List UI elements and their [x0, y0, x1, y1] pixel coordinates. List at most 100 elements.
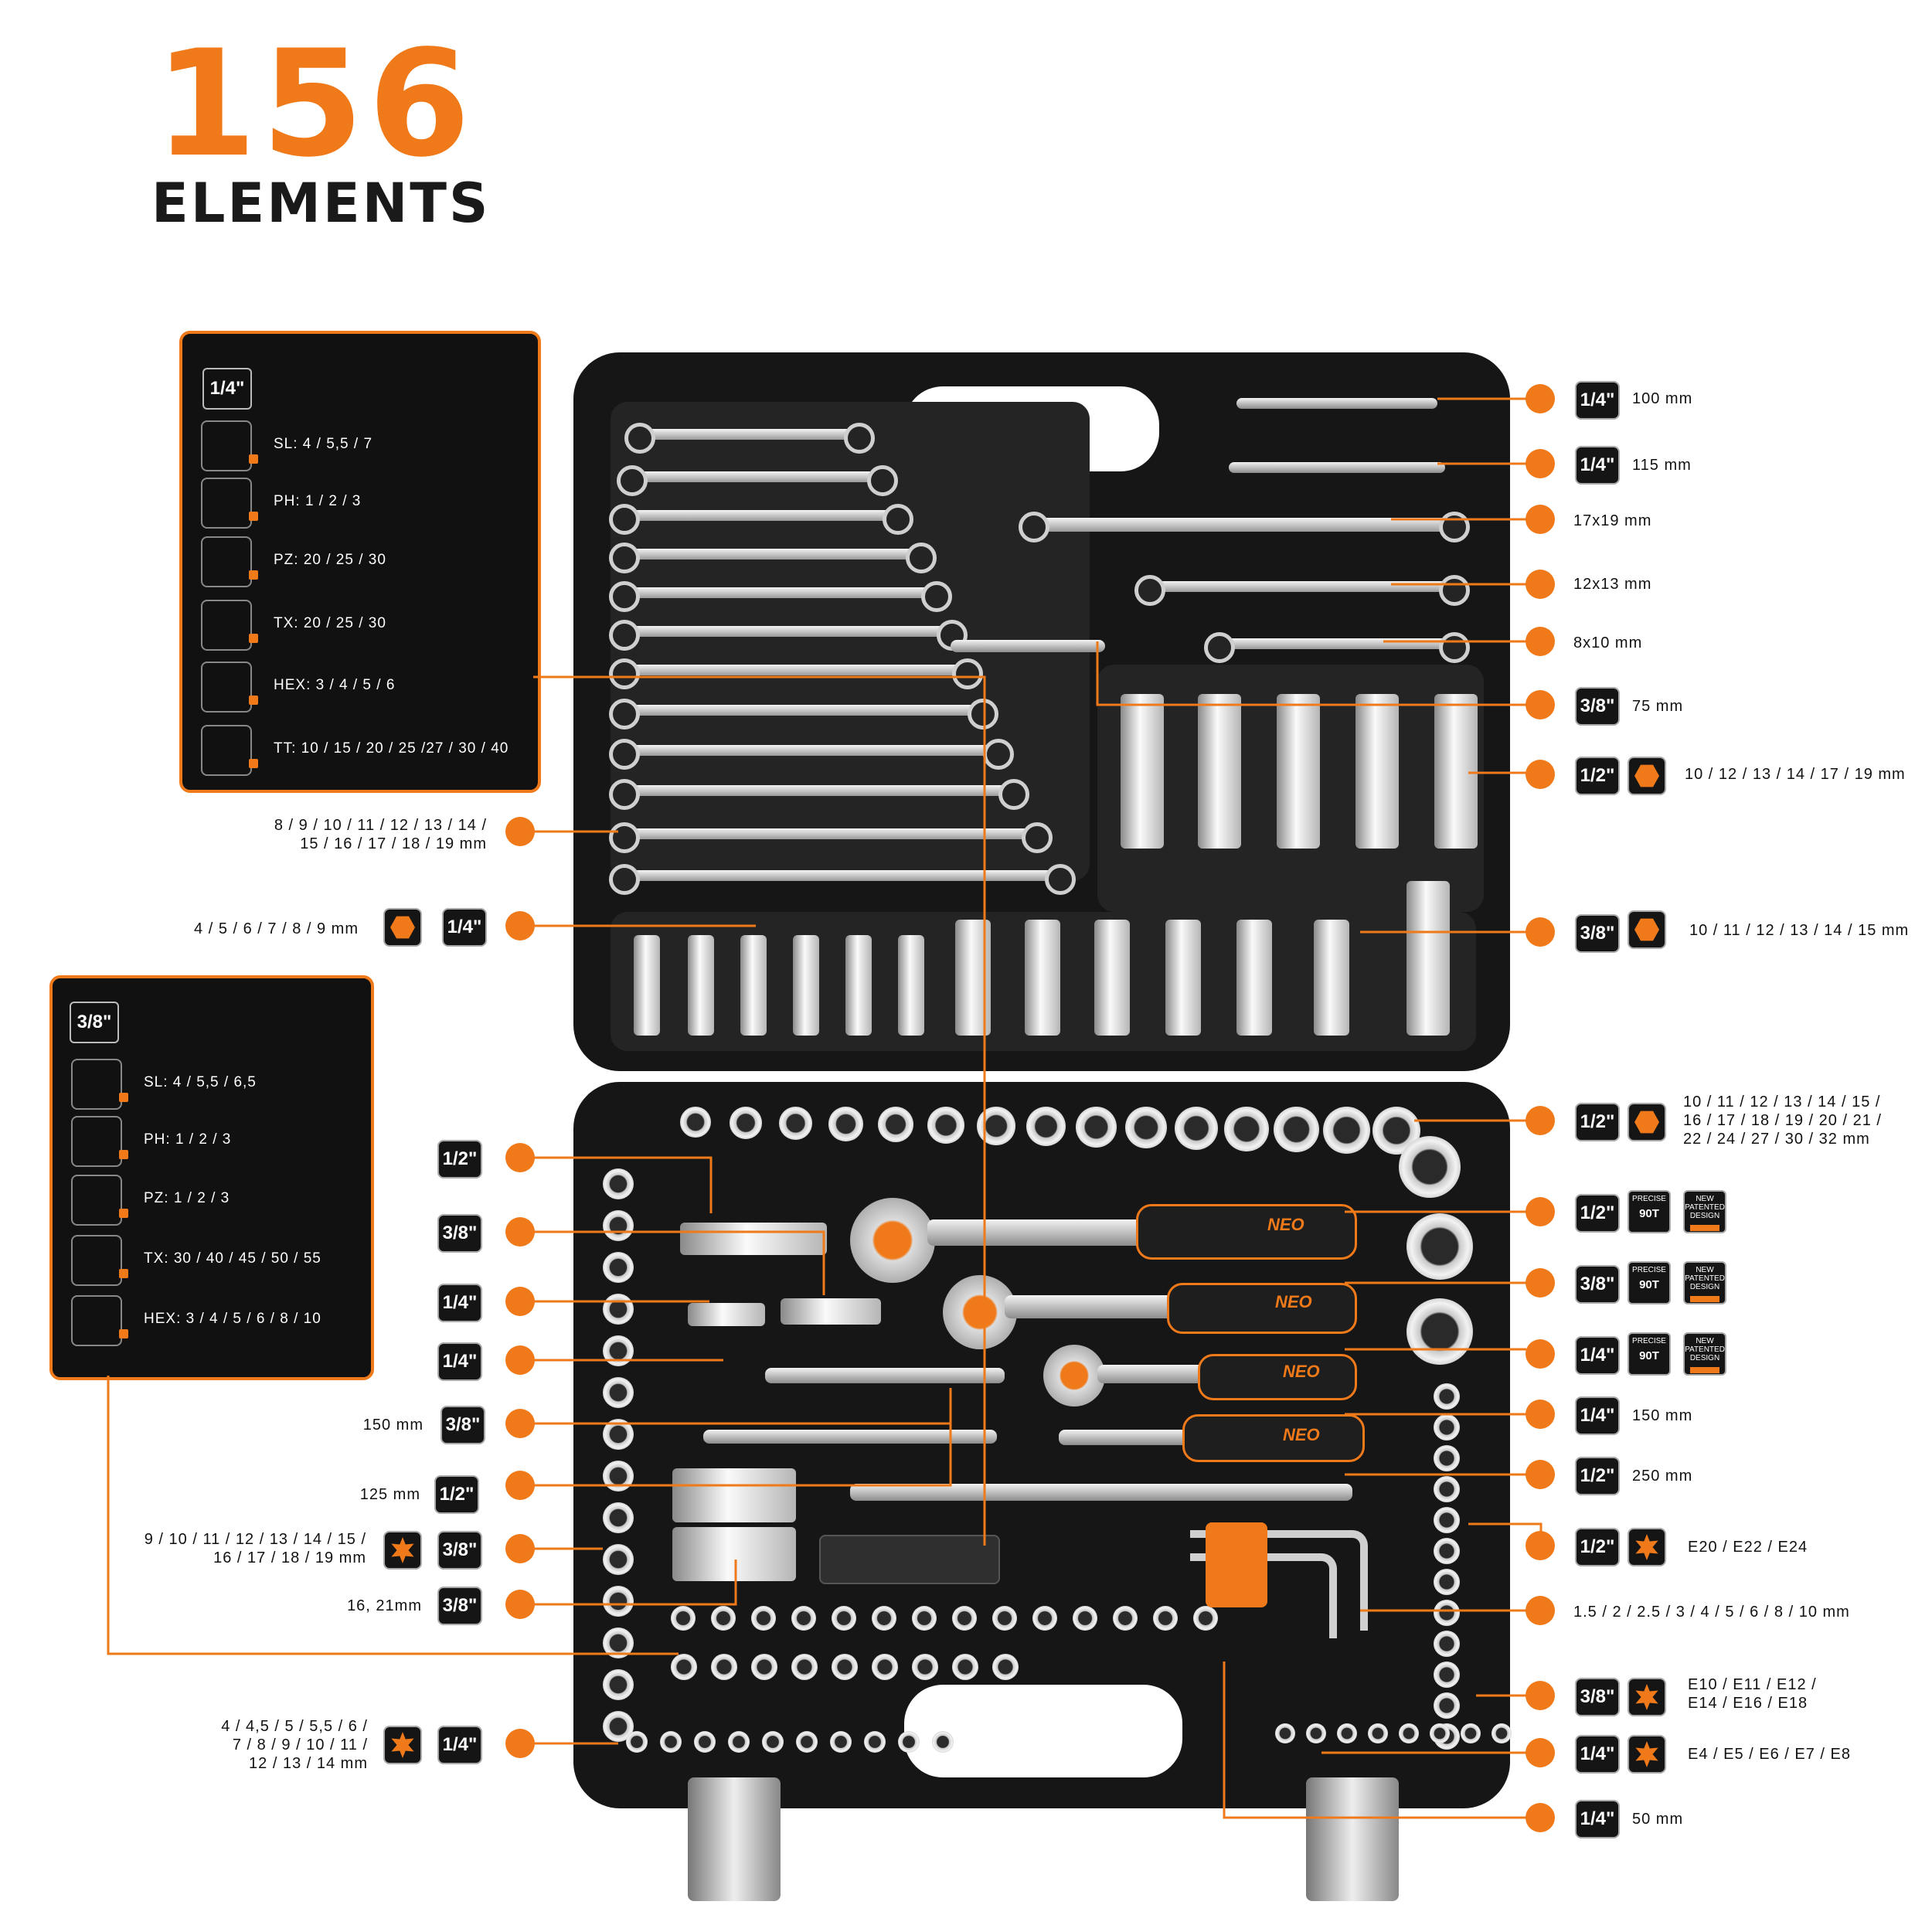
- deep-socket: [845, 935, 872, 1036]
- neo-logo: NEO: [1283, 1362, 1320, 1381]
- ratchet-shaft-38: [1005, 1295, 1175, 1318]
- ring-wrench-8x10: [1204, 632, 1470, 663]
- screwdriver-handle: [1182, 1414, 1365, 1462]
- socket: [1434, 1414, 1460, 1440]
- callout-dot: [1526, 449, 1555, 478]
- deep-socket: [740, 935, 767, 1036]
- callout-label: 9 / 10 / 11 / 12 / 13 / 14 / 15 / 16 / 1…: [144, 1531, 366, 1566]
- bit-label: TX: 30 / 40 / 45 / 50 / 55: [144, 1250, 321, 1267]
- socket: [992, 1654, 1019, 1680]
- bitset-38-panel: 3/8" SL: 4 / 5,5 / 6,5 PH: 1 / 2 / 3 PZ:…: [49, 975, 374, 1380]
- adapter: [688, 1303, 765, 1326]
- deep-socket: [793, 935, 819, 1036]
- callout-label: 1.5 / 2 / 2.5 / 3 / 4 / 5 / 6 / 8 / 10 m…: [1573, 1604, 1850, 1621]
- socket: [603, 1377, 634, 1408]
- callout-label: 17x19 mm: [1573, 512, 1652, 529]
- socket: [603, 1168, 634, 1199]
- combination-wrench: [609, 658, 983, 689]
- socket: [671, 1654, 697, 1680]
- socket: [1337, 1723, 1357, 1743]
- callout-label: 4 / 4,5 / 5 / 5,5 / 6 / 7 / 8 / 9 / 10 /…: [221, 1718, 368, 1772]
- torx-bit-icon: [71, 1235, 128, 1286]
- bit-label: PZ: 1 / 2 / 3: [144, 1190, 230, 1206]
- drive-tag: 1/4": [437, 1726, 482, 1764]
- socket: [603, 1669, 634, 1700]
- extension-bar-150mm: [703, 1430, 997, 1444]
- socket: [1275, 1723, 1295, 1743]
- drive-tag: 1/4": [1575, 1800, 1620, 1838]
- socket: [932, 1731, 954, 1753]
- piece-count: 156: [155, 19, 475, 189]
- combination-wrench: [609, 543, 937, 573]
- phillips-bit-icon: [71, 1116, 128, 1167]
- drive-tag: 1/2": [1575, 1457, 1620, 1495]
- ratchet-head-quarter: [1043, 1345, 1105, 1406]
- socket: [1323, 1107, 1370, 1154]
- patent-badge: NEW PATENTED DESIGN: [1683, 1261, 1726, 1304]
- callout-dot: [1526, 384, 1555, 413]
- combination-wrench: [609, 699, 998, 730]
- callout-dot: [1526, 760, 1555, 789]
- combination-wrench: [624, 423, 875, 454]
- callout-dot: [1526, 1681, 1555, 1710]
- combination-wrench: [609, 504, 913, 535]
- combination-wrench: [609, 864, 1076, 895]
- bit-label: PZ: 20 / 25 / 30: [274, 552, 386, 568]
- socket: [751, 1606, 776, 1631]
- hex-socket-icon: [1628, 910, 1666, 949]
- callout-dot: [1526, 1197, 1555, 1226]
- drive-tag: 1/4": [437, 1342, 482, 1381]
- drive-tag: 1/4": [437, 1284, 482, 1322]
- tamper-torx-bit-icon: [201, 725, 258, 776]
- socket: [952, 1606, 977, 1631]
- socket: [1434, 1383, 1460, 1410]
- piece-count-word: ELEMENTS: [151, 172, 491, 235]
- bitset-quarter-panel: 1/4" SL: 4 / 5,5 / 7 PH: 1 / 2 / 3 PZ: 2…: [179, 331, 541, 793]
- combination-wrench: [609, 739, 1014, 770]
- bit-label: SL: 4 / 5,5 / 7: [274, 436, 373, 452]
- callout-dot: [505, 817, 535, 846]
- socket: [791, 1654, 818, 1680]
- ratchet-handle-half: [1136, 1204, 1357, 1260]
- callout-label: 150 mm: [362, 1417, 423, 1434]
- socket: [830, 1731, 852, 1753]
- callout-dot: [505, 1471, 535, 1500]
- deep-socket: [1094, 920, 1130, 1036]
- socket: [1434, 1662, 1460, 1688]
- socket: [711, 1654, 737, 1680]
- socket: [660, 1731, 682, 1753]
- hex-bit-icon: [71, 1295, 128, 1346]
- callout-label: 250 mm: [1632, 1468, 1693, 1485]
- socket: [603, 1252, 634, 1283]
- callout-dot: [1526, 690, 1555, 719]
- socket: [603, 1210, 634, 1241]
- bit-label: SL: 4 / 5,5 / 6,5: [144, 1074, 257, 1090]
- case-latch-right: [1306, 1777, 1399, 1901]
- neo-logo: NEO: [1275, 1292, 1312, 1311]
- drive-tag: 1/2": [437, 1140, 482, 1179]
- socket: [927, 1107, 964, 1144]
- callout-dot: [1526, 1803, 1555, 1832]
- socket: [832, 1654, 858, 1680]
- bitset-quarter-row: HEX: 3 / 4 / 5 / 6: [201, 662, 526, 713]
- callout-label: E4 / E5 / E6 / E7 / E8: [1688, 1746, 1851, 1763]
- hex-socket-icon: [1628, 757, 1666, 795]
- callout-label: 50 mm: [1632, 1811, 1684, 1828]
- socket: [1434, 1507, 1460, 1533]
- deep-socket: [1198, 694, 1241, 849]
- callout-label: 100 mm: [1632, 390, 1693, 407]
- bitset-38-row: TX: 30 / 40 / 45 / 50 / 55: [71, 1235, 396, 1286]
- callout-dot: [505, 1345, 535, 1375]
- socket: [791, 1606, 816, 1631]
- ring-wrench-12x13: [1134, 575, 1470, 606]
- bitset-38-row: HEX: 3 / 4 / 5 / 6 / 8 / 10: [71, 1295, 396, 1346]
- socket: [898, 1731, 920, 1753]
- socket: [832, 1606, 856, 1631]
- drive-tag: 1/2": [1575, 1528, 1620, 1566]
- callout-dot: [1526, 1400, 1555, 1429]
- socket: [1026, 1107, 1066, 1147]
- callout-dot: [505, 1217, 535, 1247]
- tbar-115mm: [1229, 462, 1445, 473]
- socket: [751, 1654, 777, 1680]
